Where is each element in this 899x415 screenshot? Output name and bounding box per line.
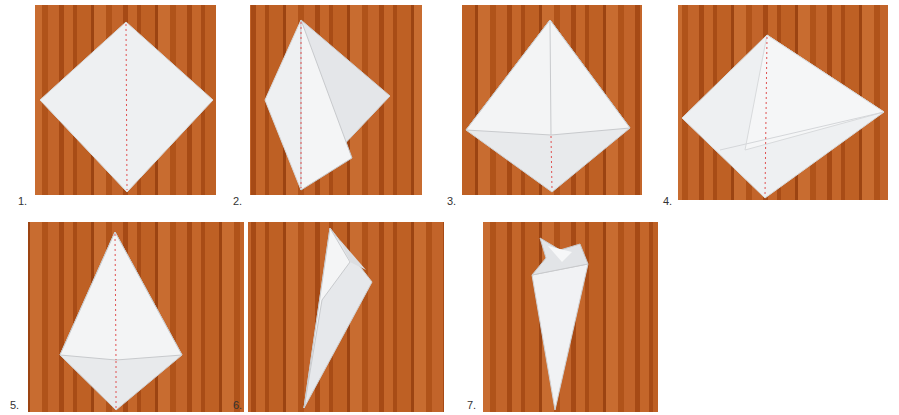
step-number: 4.: [663, 196, 672, 207]
photo-step-2: [250, 5, 422, 195]
step-number: 7.: [467, 400, 476, 411]
photo-step-4: [678, 5, 888, 200]
step-number: 3.: [447, 196, 456, 207]
photo-step-7: [483, 222, 658, 412]
photo-step-3: [462, 5, 642, 195]
step-number: 2.: [233, 196, 242, 207]
step-number: 1.: [18, 196, 27, 207]
photo-step-6: [248, 222, 444, 412]
step-number: 5.: [10, 400, 19, 411]
photo-step-5: [28, 222, 244, 412]
step-number: 6.: [233, 400, 242, 411]
photo-step-1: [35, 5, 216, 195]
